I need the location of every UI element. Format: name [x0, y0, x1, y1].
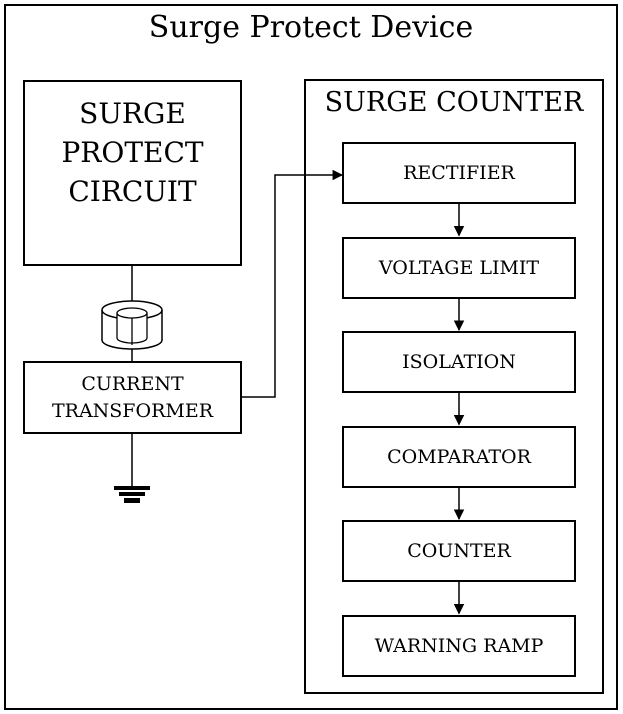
- stage-voltage-limit: VOLTAGE LIMIT: [342, 236, 576, 299]
- stage-rectifier: RECTIFIER: [342, 142, 576, 204]
- ct-coil-icon: [101, 300, 163, 350]
- stage-comparator: COMPARATOR: [342, 425, 576, 488]
- surge-counter-panel: [304, 79, 604, 694]
- current-transformer-block: CURRENT TRANSFORMER: [23, 361, 242, 434]
- stage-counter: COUNTER: [342, 520, 576, 582]
- surge-protect-circuit-block: SURGE PROTECT CIRCUIT: [23, 80, 242, 266]
- outer-frame: [4, 4, 618, 710]
- ground-icon: [114, 486, 150, 503]
- ct-to-rectifier-arrow: [242, 169, 344, 398]
- stage-isolation: ISOLATION: [342, 331, 576, 393]
- diagram-title: Surge Protect Device: [148, 10, 474, 45]
- surge-counter-title: SURGE COUNTER: [324, 87, 584, 118]
- stage-warning-ramp: WARNING RAMP: [342, 614, 576, 677]
